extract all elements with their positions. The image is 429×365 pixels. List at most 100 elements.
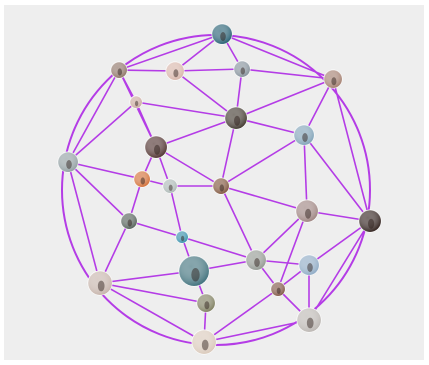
- node-n15[interactable]: [120, 212, 138, 230]
- node-n5[interactable]: [129, 95, 143, 109]
- avatar-figure-icon: [173, 69, 179, 78]
- node-n3[interactable]: [233, 60, 251, 78]
- edge-n23-n24: [203, 319, 310, 343]
- edge-n13-n18: [255, 210, 308, 261]
- avatar-figure-icon: [302, 133, 308, 142]
- avatar-figure-icon: [127, 219, 133, 227]
- node-n22[interactable]: [196, 293, 216, 313]
- edge-n4-n6: [235, 78, 334, 119]
- avatar-figure-icon: [154, 144, 161, 155]
- avatar-figure-icon: [134, 100, 139, 107]
- node-shade-n24: [192, 330, 216, 354]
- avatar-figure-icon: [66, 160, 72, 169]
- edge-n9-n10: [67, 161, 143, 180]
- avatar-figure-icon: [276, 287, 281, 294]
- edge-n5-n9: [67, 101, 137, 163]
- avatar-figure-icon: [180, 235, 185, 242]
- avatar-figure-icon: [117, 68, 123, 76]
- node-shade-n20: [88, 271, 112, 295]
- edge-n14-n19: [308, 220, 371, 266]
- edge-n13-n21: [277, 210, 308, 290]
- node-n6[interactable]: [224, 106, 248, 130]
- avatar-figure-icon: [219, 184, 225, 192]
- node-shade-n9: [58, 152, 78, 172]
- node-shade-n15: [121, 213, 137, 229]
- avatar-figure-icon: [168, 184, 173, 191]
- avatar-figure-icon: [240, 67, 246, 75]
- avatar-figure-icon: [306, 317, 314, 329]
- node-shade-n5: [130, 96, 142, 108]
- edge-n7-n13: [303, 134, 308, 212]
- edge-n6-n12: [220, 117, 237, 187]
- node-n14[interactable]: [358, 209, 382, 233]
- node-shade-n18: [246, 250, 266, 270]
- avatar-figure-icon: [140, 177, 146, 185]
- edge-n7-n14: [303, 134, 371, 222]
- edge-n4-n14: [332, 78, 371, 222]
- edge-n17-n20: [99, 270, 195, 284]
- edge-n0-n4: [221, 33, 334, 80]
- avatar-figure-icon: [234, 115, 241, 126]
- edge-n4-n7: [303, 78, 334, 136]
- node-shade-n16: [176, 231, 188, 243]
- node-n8[interactable]: [144, 135, 168, 159]
- edge-n21-n24: [203, 288, 279, 343]
- avatar-figure-icon: [305, 208, 312, 219]
- node-n0[interactable]: [211, 23, 233, 45]
- edge-layer: [67, 33, 371, 343]
- node-n24[interactable]: [191, 329, 217, 355]
- node-n17[interactable]: [178, 255, 210, 287]
- node-shade-n14: [359, 210, 381, 232]
- edge-n2-n3: [174, 68, 243, 72]
- edge-n2-n6: [174, 70, 237, 119]
- edge-n8-n12: [155, 146, 222, 187]
- node-shade-n17: [179, 256, 209, 286]
- node-n10[interactable]: [133, 170, 151, 188]
- avatar-figure-icon: [254, 258, 260, 267]
- node-n11[interactable]: [162, 178, 178, 194]
- node-n20[interactable]: [87, 270, 113, 296]
- node-n9[interactable]: [57, 151, 79, 173]
- node-shade-n11: [163, 179, 177, 193]
- edge-n0-n1: [118, 33, 223, 71]
- node-n18[interactable]: [245, 249, 267, 271]
- edge-n16-n18: [181, 236, 257, 261]
- node-n12[interactable]: [212, 177, 230, 195]
- avatar-figure-icon: [191, 268, 200, 282]
- edge-n7-n12: [220, 134, 305, 187]
- node-n16[interactable]: [175, 230, 189, 244]
- node-n13[interactable]: [295, 199, 319, 223]
- node-shade-n19: [299, 255, 319, 275]
- edge-n20-n24: [99, 282, 205, 343]
- node-layer: [57, 23, 382, 355]
- edge-n9-n20: [67, 161, 101, 284]
- edge-n3-n4: [241, 68, 334, 80]
- node-shade-n21: [271, 282, 285, 296]
- avatar-figure-icon: [204, 301, 210, 310]
- node-n23[interactable]: [296, 307, 322, 333]
- avatar-figure-icon: [220, 32, 226, 41]
- node-shade-n13: [296, 200, 318, 222]
- edge-n1-n9: [67, 69, 120, 163]
- node-shade-n4: [324, 70, 342, 88]
- edge-n9-n15: [67, 161, 130, 222]
- node-n4[interactable]: [323, 69, 343, 89]
- node-shade-n0: [212, 24, 232, 44]
- node-n7[interactable]: [293, 124, 315, 146]
- edge-n15-n16: [128, 220, 183, 238]
- node-shade-n3: [234, 61, 250, 77]
- edge-n14-n23: [308, 220, 371, 321]
- avatar-figure-icon: [331, 77, 337, 86]
- node-shade-n12: [213, 178, 229, 194]
- node-n21[interactable]: [270, 281, 286, 297]
- edge-n20-n22: [99, 282, 207, 304]
- avatar-figure-icon: [368, 218, 375, 229]
- node-n2[interactable]: [165, 61, 185, 81]
- edge-n12-n18: [220, 185, 257, 261]
- edge-n12-n13: [220, 185, 308, 212]
- node-n1[interactable]: [110, 61, 128, 79]
- node-n19[interactable]: [298, 254, 320, 276]
- node-shade-n7: [294, 125, 314, 145]
- node-shade-n8: [145, 136, 167, 158]
